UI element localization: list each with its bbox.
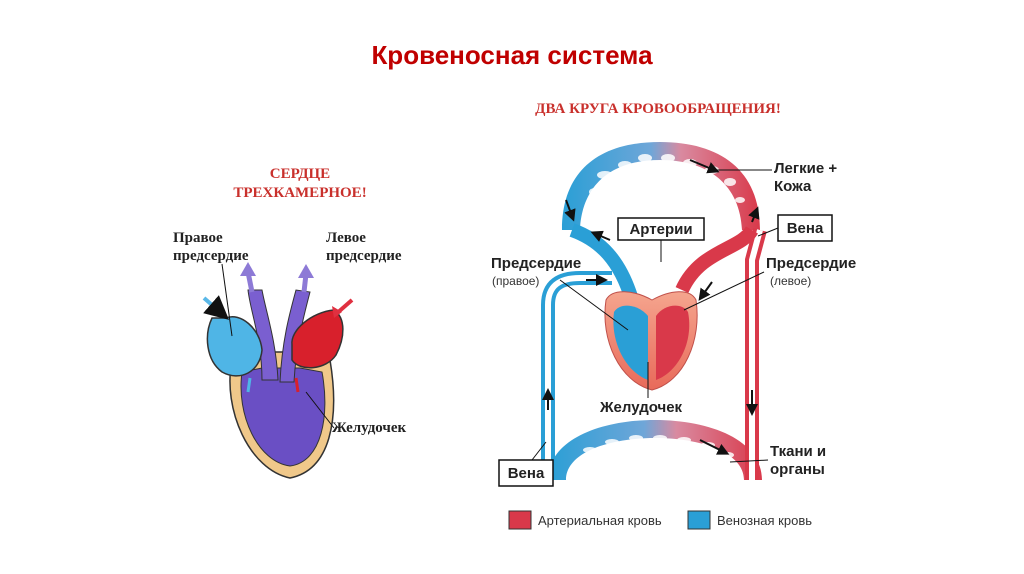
leader-atrium-right — [559, 279, 629, 331]
label-arteries: Артерии — [629, 221, 692, 238]
label-atrium-right: Предсердие — [491, 255, 581, 272]
leader-ventricle — [305, 391, 335, 429]
leader-tissues — [729, 459, 769, 463]
vein-bottom-label-box — [498, 459, 554, 487]
flow-arrow-1-icon — [564, 199, 576, 222]
flow-arrow-4-icon — [698, 281, 713, 301]
label-lungs-line1: Легкие + — [774, 160, 837, 177]
label-circulation-ventricle: Желудочек — [599, 399, 683, 416]
label-right-atrium-line2: предсердие — [173, 248, 249, 264]
vena-cava-lumen — [545, 275, 612, 480]
left-atrium — [291, 309, 344, 369]
flow-arrow-8-icon — [699, 439, 730, 455]
pulmonary-artery — [569, 223, 639, 303]
label-ventricle: Желудочек — [332, 420, 407, 436]
heart-heading-line2: ТРЕХКАМЕРНОЕ! — [233, 185, 366, 201]
flow-arrow-2-icon — [590, 230, 611, 242]
legend-arterial-swatch — [508, 510, 532, 530]
label-right-atrium-line1: Правое — [173, 230, 223, 246]
circulation-diagram: ДВА КРУГА КРОВООБРАЩЕНИЯ! — [491, 101, 856, 530]
arrowhead-out-right-icon — [298, 264, 314, 278]
label-lungs-line2: Кожа — [774, 178, 812, 195]
label-tissues-line1: Ткани и — [770, 443, 826, 460]
flow-arrow-9-icon — [689, 159, 720, 174]
tissue-capillary-bed — [548, 420, 762, 480]
circulation-heart-arterial-side — [656, 305, 690, 380]
page-title: Кровеносная система — [371, 40, 653, 70]
right-atrium — [206, 316, 263, 377]
arrow-ventricle-in-right-icon — [294, 377, 300, 393]
label-atrium-left: Предсердие — [766, 255, 856, 272]
arrowhead-left-atrium-icon — [332, 306, 342, 318]
label-vein-bottom: Вена — [508, 465, 545, 482]
label-atrium-right-sub: (правое) — [492, 274, 539, 288]
circulation-heading: ДВА КРУГА КРОВООБРАЩЕНИЯ! — [535, 101, 781, 117]
arrow-into-right-atrium-icon — [202, 295, 230, 320]
tissue-capillary-mesh — [583, 435, 734, 465]
heart-heading-line1: СЕРДЦЕ — [270, 166, 330, 182]
label-vein-top: Вена — [787, 220, 824, 237]
label-atrium-left-sub: (левое) — [770, 274, 811, 288]
flow-arrow-3-icon — [748, 206, 760, 223]
label-tissues-line2: органы — [770, 461, 825, 478]
arrowhead-out-left-icon — [240, 262, 256, 276]
leader-right-atrium — [221, 263, 233, 337]
legend-arterial-label: Артериальная кровь — [538, 513, 662, 528]
pulmonary-vein — [675, 225, 758, 294]
leader-vein-bottom — [531, 441, 547, 461]
label-left-atrium-line2: предсердие — [326, 248, 402, 264]
vein-top-label-box — [777, 214, 833, 242]
label-left-atrium-line1: Левое — [326, 230, 366, 246]
ventricle — [240, 367, 326, 467]
leader-atrium-left — [683, 271, 765, 311]
legend-venous-swatch — [687, 510, 711, 530]
lung-capillary-bed — [562, 142, 760, 230]
heart-diagram: СЕРДЦЕ ТРЕХКАМЕРНОЕ! Правое предсердие Л… — [173, 166, 407, 479]
legend-venous-label: Венозная кровь — [717, 513, 812, 528]
arrow-ventricle-in-left-icon — [246, 377, 252, 393]
circulation-heart-venous-side — [613, 305, 648, 380]
leader-vein-top — [757, 227, 779, 237]
